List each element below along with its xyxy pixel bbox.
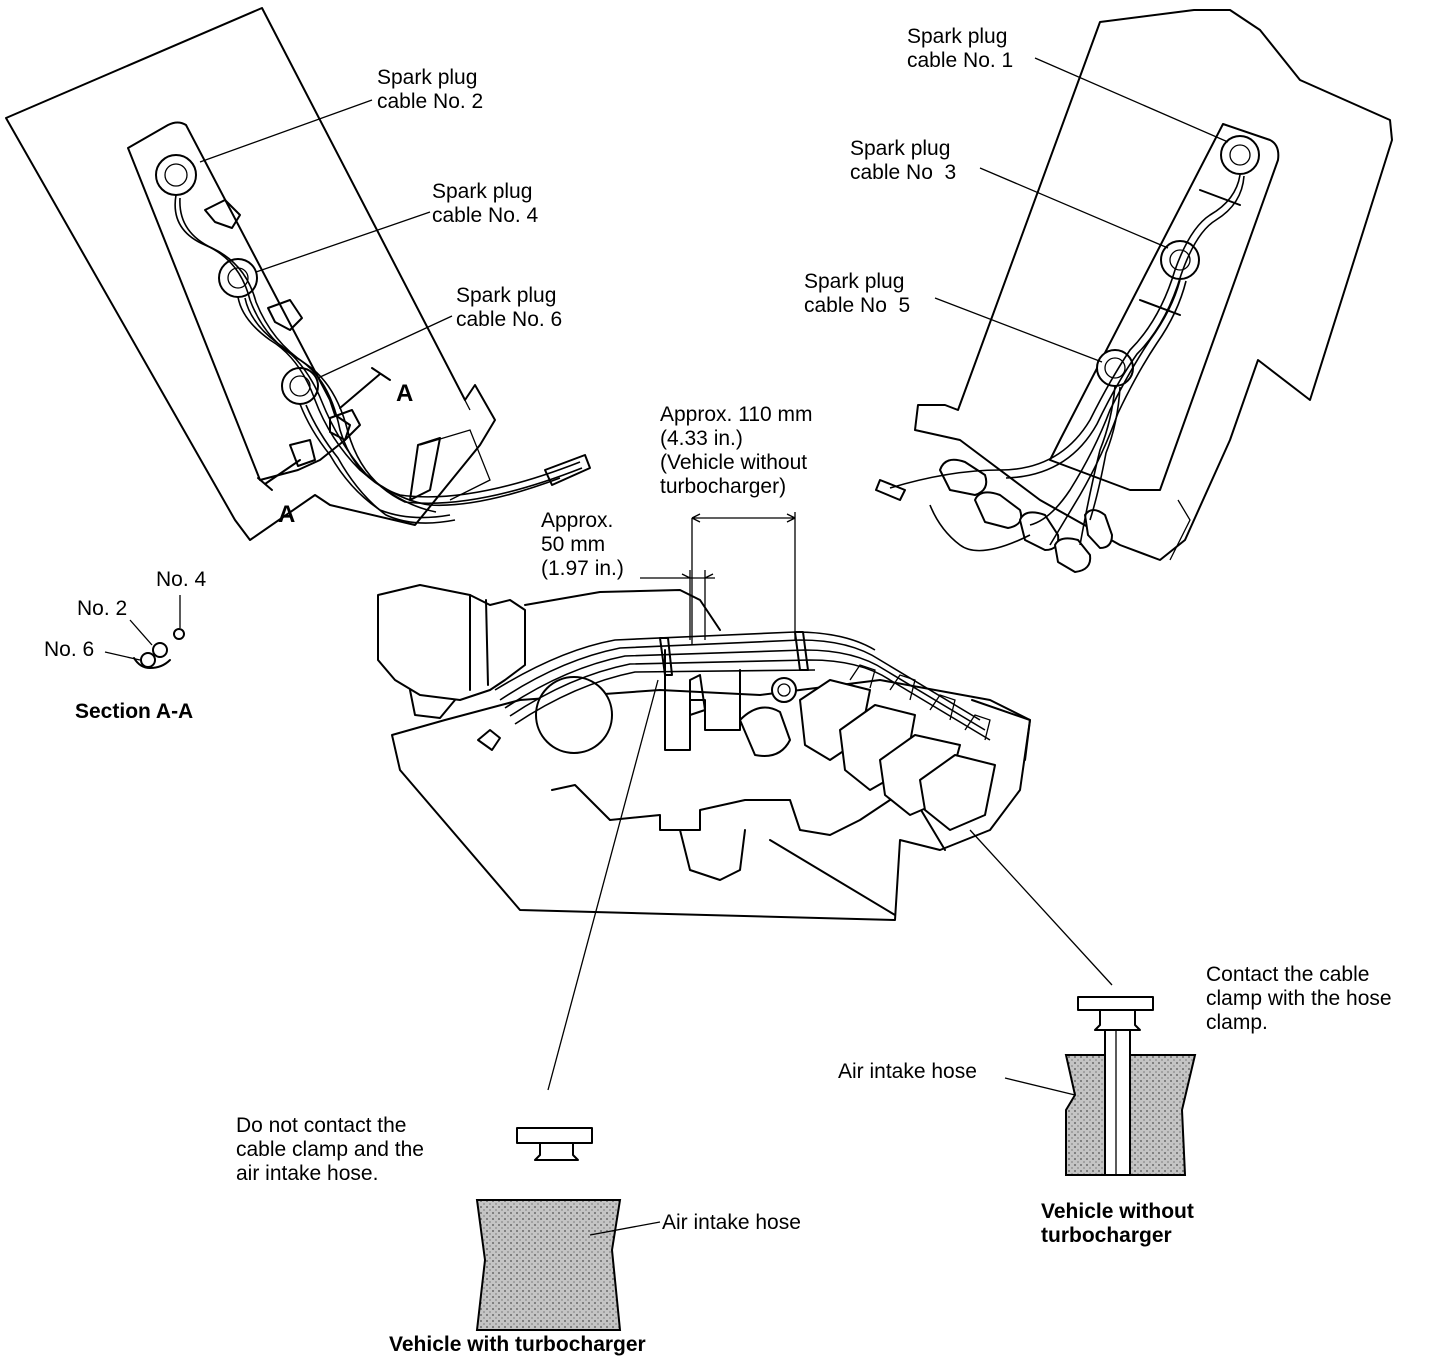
air-intake-hose-label-left: Air intake hose [662,1211,801,1234]
clamp-detail-without-turbo [1004,996,1197,1176]
right-cylinder-head [875,9,1393,573]
spark-plug-cable-no6-label: Spark plug cable No. 6 [456,284,563,331]
section-aa-caption: Section A-A [75,700,194,723]
label-leaders [199,57,1229,379]
section-mark-a-top: A [396,380,414,407]
engine-block [377,584,1113,1091]
spark-plug-cable-no3-label: Spark plug cable No 3 [850,137,957,184]
clamp-detail-with-turbo [475,1127,661,1331]
spark-plug-cable-no2-label: Spark plug cable No. 2 [377,66,484,113]
approx-50mm-label: Approx. 50 mm (1.97 in.) [541,509,624,580]
spark-plug-cable-no4-label: Spark plug cable No. 4 [432,180,539,227]
section-mark-a-bottom: A [278,501,296,528]
contact-clamp-note: Contact the cable clamp with the hose cl… [1206,963,1392,1034]
dimension-markers [640,512,796,645]
do-not-contact-note: Do not contact the cable clamp and the a… [236,1114,424,1185]
left-cylinder-head [5,7,591,541]
section-no6-label: No. 6 [44,638,95,661]
spark-plug-cable-no5-label: Spark plug cable No 5 [804,270,911,317]
spark-plug-cable-no1-label: Spark plug cable No. 1 [907,25,1014,72]
section-aa-illustration [104,595,185,669]
approx-110mm-label: Approx. 110 mm (4.33 in.) (Vehicle witho… [660,403,813,498]
section-no2-label: No. 2 [77,597,128,620]
section-no4-label: No. 4 [156,568,207,591]
with-turbo-caption: Vehicle with turbocharger [389,1333,646,1356]
without-turbo-caption: Vehicle without turbocharger [1041,1200,1194,1247]
air-intake-hose-label-right: Air intake hose [838,1060,977,1083]
